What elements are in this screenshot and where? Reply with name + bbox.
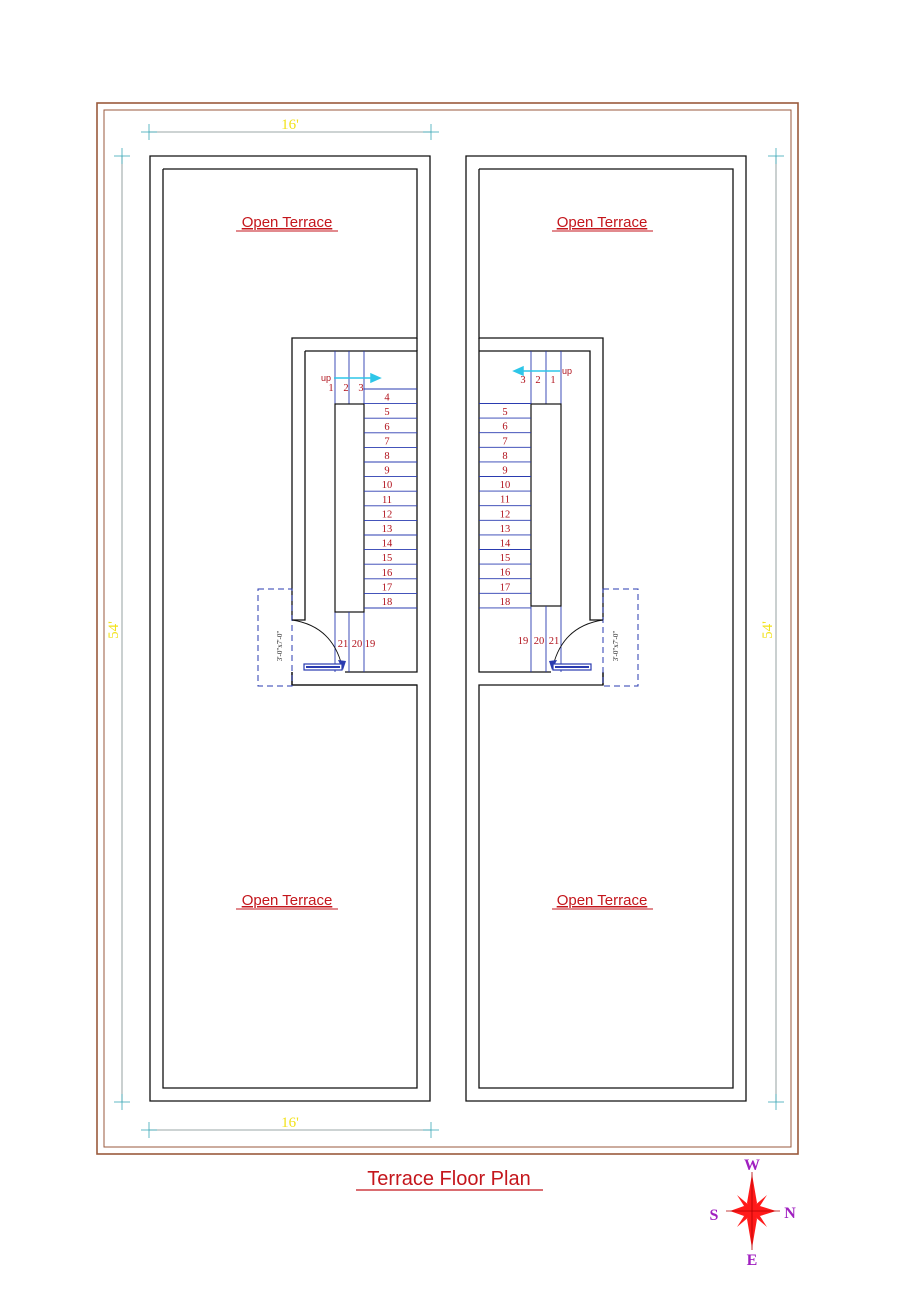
left-unit-walls [149,155,431,1102]
compass-right-label: N [784,1205,796,1222]
right-step-20: 20 [534,636,545,647]
left-step-3: 3 [358,383,363,394]
left-stair [334,351,417,672]
sheet-border-outer [96,102,799,1155]
left-step-2: 2 [343,383,348,394]
left-flight-step-14: 14 [382,539,393,550]
right-step-2: 2 [535,375,540,386]
right-step-19: 19 [518,636,529,647]
sheet-border-inner [103,109,792,1148]
left-step-1: 1 [328,383,333,394]
left-up-arrow [334,372,382,384]
room-label-left-bottom: Open Terrace [242,892,333,909]
right-flight-step-13: 13 [500,524,511,535]
left-flight-step-9: 9 [384,466,389,477]
right-flight-step-10: 10 [500,480,511,491]
right-flight-step-18: 18 [500,597,511,608]
right-flight-step-5: 5 [502,407,507,418]
left-flight-step-18: 18 [382,597,393,608]
left-flight-step-5: 5 [384,407,389,418]
left-flight-step-12: 12 [382,509,393,520]
right-flight-step-6: 6 [502,422,507,433]
dimension-bottom-label: 16' [281,1115,299,1131]
right-flight-step-16: 16 [500,568,511,579]
left-up-label: up [321,373,331,383]
right-door-size: 3'-0"x7'-0" [612,631,620,662]
left-flight-step-6: 6 [384,422,389,433]
right-step-3: 3 [520,375,525,386]
left-flight-step-8: 8 [384,451,389,462]
dimension-top-label: 16' [281,117,299,133]
right-flight-step-14: 14 [500,539,511,550]
right-step-21: 21 [549,636,560,647]
compass-bottom-label: E [747,1252,758,1269]
compass-left-label: S [710,1207,719,1224]
left-flight-step-4: 4 [384,393,390,404]
right-door [549,588,639,687]
left-door-size: 3'-0"x7'-0" [276,631,284,662]
compass-top-label: W [744,1157,760,1174]
left-flight-step-17: 17 [382,582,393,593]
left-door [257,588,346,687]
left-flight-step-10: 10 [382,480,393,491]
dimension-left-label: 54' [106,621,122,639]
left-step-19: 19 [365,639,376,650]
left-flight-step-13: 13 [382,524,393,535]
plan-title: Terrace Floor Plan [367,1168,530,1190]
right-up-arrow [512,365,560,377]
left-step-21: 21 [338,639,349,650]
room-label-left-top: Open Terrace [242,214,333,231]
dimension-left [114,148,130,1110]
left-flight-step-16: 16 [382,568,393,579]
room-label-right-bottom: Open Terrace [557,892,648,909]
right-unit-walls [465,155,747,1102]
right-flight-step-8: 8 [502,451,507,462]
right-flight-step-15: 15 [500,553,511,564]
dimension-bottom [141,1122,439,1138]
right-flight-step-7: 7 [502,436,507,447]
right-stair [479,351,562,672]
dimension-top [141,124,439,140]
right-flight-step-11: 11 [500,495,510,506]
dimension-right [768,148,784,1110]
room-label-right-top: Open Terrace [557,214,648,231]
right-up-label: up [562,366,572,376]
right-step-1: 1 [550,375,555,386]
left-flight-step-15: 15 [382,553,393,564]
left-step-20: 20 [352,639,363,650]
right-flight-step-9: 9 [502,466,507,477]
dimension-right-label: 54' [760,621,776,639]
left-flight-step-7: 7 [384,436,389,447]
right-flight-step-17: 17 [500,582,511,593]
compass-rose-icon [726,1172,780,1250]
left-flight-step-11: 11 [382,495,392,506]
right-flight-step-12: 12 [500,509,511,520]
